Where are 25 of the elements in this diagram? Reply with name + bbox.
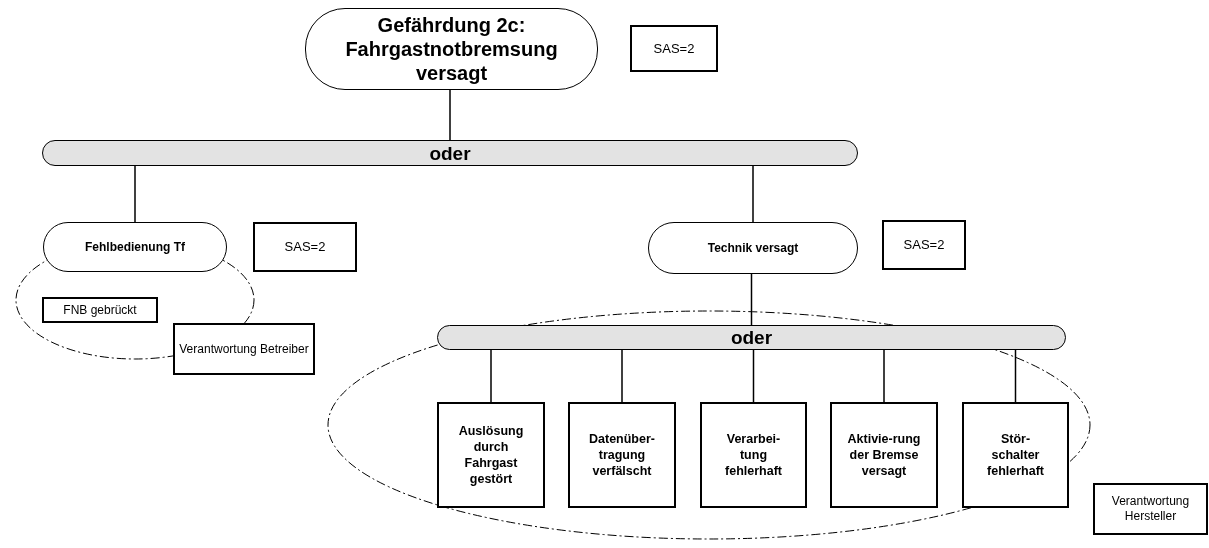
connector-line xyxy=(752,349,755,403)
rating-box: SAS=2 xyxy=(882,220,966,270)
responsibility-box: Verantwortung Betreiber xyxy=(173,323,315,375)
cause-box: Auslösung durch Fahrgast gestört xyxy=(437,402,545,508)
cause-box: Fehlbedienung Tf xyxy=(43,222,227,272)
connector-line xyxy=(490,349,492,403)
cause-box: Datenüber- tragung verfälscht xyxy=(568,402,676,508)
connector-line xyxy=(134,165,136,223)
connector-line xyxy=(449,89,451,141)
connector-line xyxy=(1014,349,1017,403)
hazard-box: Gefährdung 2c: Fahrgastnotbremsung versagt xyxy=(305,8,598,90)
cause-box: Verarbei- tung fehlerhaft xyxy=(700,402,807,508)
responsibility-box: Verantwortung Hersteller xyxy=(1093,483,1208,535)
cause-box: FNB gebrückt xyxy=(42,297,158,323)
cause-box: Stör- schalter fehlerhaft xyxy=(962,402,1069,508)
rating-box: SAS=2 xyxy=(253,222,357,272)
or-gate-bar: oder xyxy=(42,140,858,166)
or-gate-bar: oder xyxy=(437,325,1066,350)
connector-line xyxy=(883,349,885,403)
rating-box: SAS=2 xyxy=(630,25,718,72)
connector-line xyxy=(621,349,623,403)
connector-line xyxy=(750,273,753,326)
connector-line xyxy=(752,165,754,223)
cause-box: Aktivie-rung der Bremse versagt xyxy=(830,402,938,508)
cause-box: Technik versagt xyxy=(648,222,858,274)
